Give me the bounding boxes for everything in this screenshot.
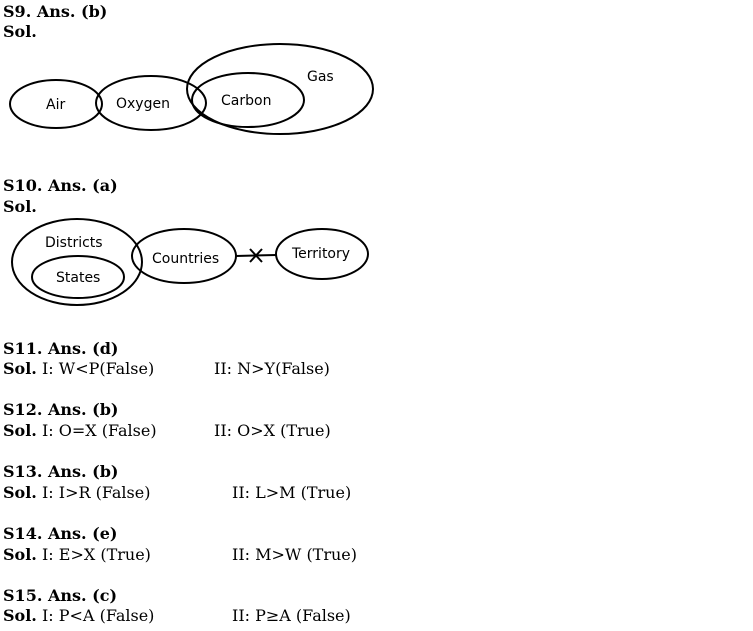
- q12-answer: S12. Ans. (b): [3, 400, 119, 419]
- q10-sol-label: Sol.: [3, 197, 37, 216]
- air-ellipse: [9, 79, 103, 129]
- q11-answer: S11. Ans. (d): [3, 339, 119, 358]
- oxygen-label: Oxygen: [116, 96, 170, 112]
- q12-statement-2: II: O>X (True): [214, 421, 331, 440]
- q13-statement-2: II: L>M (True): [232, 483, 352, 502]
- q12-solution: Sol. I: O=X (False): [3, 421, 157, 441]
- gas-label: Gas: [307, 69, 334, 85]
- q15-statement-2: II: P≥A (False): [232, 606, 351, 625]
- territory-ellipse: [275, 228, 369, 280]
- q14-solution: Sol. I: E>X (True): [3, 545, 151, 565]
- q12-sol-label: Sol.: [3, 421, 37, 440]
- gas-ellipse: [186, 43, 374, 135]
- q12-statement-1: I: O=X (False): [36, 421, 157, 440]
- carbon-label: Carbon: [221, 93, 271, 109]
- cross-mark-b: [249, 248, 263, 263]
- q11-statement-2: II: N>Y(False): [214, 359, 330, 378]
- q15-statement-1: I: P<A (False): [36, 606, 155, 625]
- districts-ellipse: [11, 218, 143, 306]
- q14-sol-label: Sol.: [3, 545, 37, 564]
- carbon-ellipse: [191, 72, 305, 128]
- q15-sol-label: Sol.: [3, 606, 37, 625]
- q14-statement-1: I: E>X (True): [36, 545, 151, 564]
- q11-sol-label: Sol.: [3, 359, 37, 378]
- q9-venn-diagram: [9, 43, 374, 135]
- territory-label: Territory: [291, 246, 350, 262]
- q13-solution: Sol. I: I>R (False): [3, 483, 150, 503]
- q9-sol-label: Sol.: [3, 22, 37, 41]
- q15-answer: S15. Ans. (c): [3, 586, 118, 605]
- states-ellipse: [31, 255, 125, 299]
- q10-answer: S10. Ans. (a): [3, 176, 118, 195]
- q11-statement-1: I: W<P(False): [36, 359, 155, 378]
- q15-solution: Sol. I: P<A (False): [3, 606, 154, 626]
- q9-answer: S9. Ans. (b): [3, 2, 108, 21]
- q14-statement-2: II: M>W (True): [232, 545, 358, 564]
- states-label: States: [56, 270, 100, 286]
- countries-label: Countries: [152, 251, 219, 267]
- q13-statement-1: I: I>R (False): [36, 483, 151, 502]
- oxygen-ellipse: [95, 75, 207, 131]
- q13-sol-label: Sol.: [3, 483, 37, 502]
- q11-solution: Sol. I: W<P(False): [3, 359, 154, 379]
- air-label: Air: [46, 97, 65, 113]
- q13-answer: S13. Ans. (b): [3, 462, 119, 481]
- districts-label: Districts: [45, 235, 103, 251]
- q14-answer: S14. Ans. (e): [3, 524, 118, 543]
- q10-venn-diagram: [11, 218, 369, 306]
